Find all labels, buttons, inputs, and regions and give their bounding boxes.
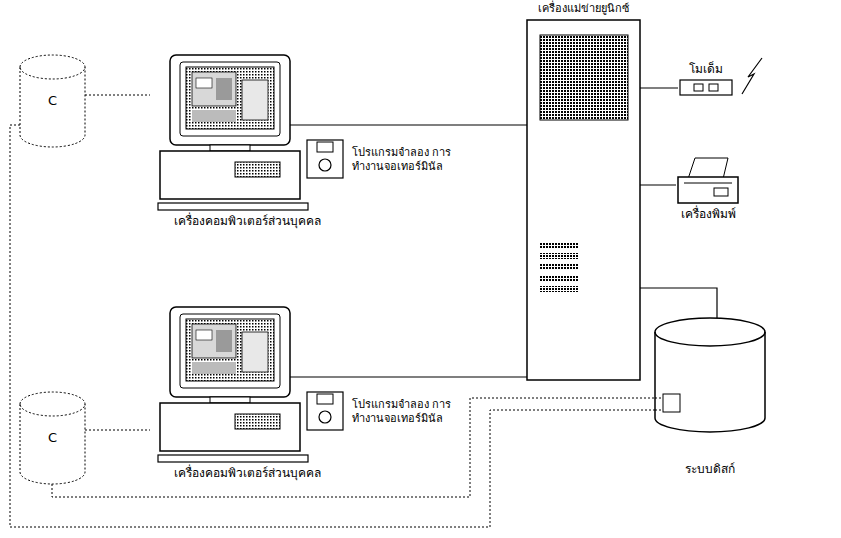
node-label: โปรแกรมจำลอง การทำงานจอเทอร์มินัล xyxy=(352,146,464,174)
pc-drawing xyxy=(160,151,300,199)
pc-drawing xyxy=(242,80,268,120)
disk-system-cylinder xyxy=(655,318,765,432)
pc-drawing xyxy=(196,330,212,340)
pc-drawing xyxy=(186,319,274,381)
local-drive-cylinder xyxy=(20,67,85,147)
drive-cylinder: C xyxy=(20,392,85,484)
pc-drawing xyxy=(170,55,290,145)
disk-system-cylinder xyxy=(663,394,680,412)
printer-drawing xyxy=(684,183,732,184)
pc-drawing xyxy=(158,455,308,462)
server-tower-drawing xyxy=(540,253,578,259)
floppy-disk-icon xyxy=(307,140,343,178)
floppy-disk-icon xyxy=(307,392,343,430)
server-tower-drawing xyxy=(527,20,640,380)
pc-drawing xyxy=(210,145,250,151)
floppy-disk-icon xyxy=(317,394,333,404)
network-cable xyxy=(640,87,678,88)
pc-drawing xyxy=(235,414,280,429)
drive-cylinder: C xyxy=(20,55,85,147)
program-box: โปรแกรมจำลอง การทำงานจอเทอร์มินัล xyxy=(307,392,470,432)
network-cable xyxy=(345,376,527,377)
server-tower-drawing xyxy=(527,20,640,380)
storage-link xyxy=(52,398,655,497)
pc-drawing xyxy=(180,314,280,388)
computer-box: เครื่องคอมพิวเตอร์ส่วนบุคคล xyxy=(150,50,345,230)
floppy-disk-icon xyxy=(307,392,343,430)
pc-drawing xyxy=(158,55,345,210)
node-label: C xyxy=(48,93,57,110)
pc-drawing xyxy=(196,78,212,88)
node-label: ระบบดิสก์ xyxy=(685,462,735,478)
modem-box: โมเด็ม xyxy=(678,62,734,97)
server-tower-drawing xyxy=(540,35,628,120)
printer-drawing xyxy=(678,177,738,203)
node-label: เครื่องแม่ข่ายยูนิกซ์ xyxy=(538,2,629,16)
printer-drawing xyxy=(678,158,738,203)
network-cable xyxy=(640,288,717,318)
pc-drawing xyxy=(216,330,232,352)
printer-box: เครื่องพิมพ์ xyxy=(676,155,740,223)
storage-link xyxy=(10,125,655,527)
pc-drawing xyxy=(170,307,290,397)
program-box: โปรแกรมจำลอง การทำงานจอเทอร์มินัล xyxy=(307,140,470,180)
pc-drawing xyxy=(216,78,232,100)
printer-drawing xyxy=(688,158,728,179)
pc-drawing xyxy=(210,397,250,403)
pc-drawing xyxy=(192,110,236,122)
pc-drawing xyxy=(186,67,274,129)
storage-link xyxy=(85,95,150,96)
pc-drawing xyxy=(180,62,280,136)
network-cable xyxy=(345,124,527,125)
local-drive-cylinder xyxy=(20,392,85,484)
pc-drawing xyxy=(192,362,236,374)
network-cable xyxy=(640,184,676,185)
node-label: C xyxy=(48,430,57,447)
disk-system-cylinder xyxy=(655,318,765,346)
pc-drawing xyxy=(158,307,345,462)
node-label: เครื่องคอมพิวเตอร์ส่วนบุคคล xyxy=(174,214,321,230)
computer-box: เครื่องคอมพิวเตอร์ส่วนบุคคล xyxy=(150,302,345,482)
pc-drawing xyxy=(160,403,300,451)
node-label: โปรแกรมจำลอง การทำงานจอเทอร์มินัล xyxy=(352,398,464,426)
printer-drawing xyxy=(714,188,728,196)
floppy-disk-icon xyxy=(317,142,333,152)
pc-drawing xyxy=(290,124,345,125)
floppy-disk-icon xyxy=(307,140,343,178)
modem-drawing xyxy=(680,58,762,95)
modem-drawing xyxy=(709,84,718,91)
local-drive-cylinder xyxy=(20,55,85,79)
disk-system-cylinder xyxy=(655,398,663,399)
local-drive-cylinder xyxy=(20,55,85,147)
node-label: เครื่องพิมพ์ xyxy=(681,207,736,223)
floppy-disk-icon xyxy=(319,411,331,423)
pc-drawing xyxy=(192,324,236,358)
pc-drawing xyxy=(192,72,236,106)
modem-drawing xyxy=(680,80,732,95)
storage-link xyxy=(85,430,150,431)
pc-drawing xyxy=(290,376,345,377)
disk-system-box: ระบบดิสก์ xyxy=(655,318,765,478)
node-label: โมเด็ม xyxy=(689,62,723,78)
modem-drawing xyxy=(694,84,703,91)
pc-drawing xyxy=(235,162,280,177)
pc-drawing xyxy=(242,332,268,372)
server-box: เครื่องแม่ข่ายยูนิกซ์ xyxy=(527,2,640,380)
local-drive-cylinder xyxy=(20,392,85,416)
server-tower-drawing xyxy=(540,275,578,281)
node-label: เครื่องคอมพิวเตอร์ส่วนบุคคล xyxy=(174,466,321,482)
server-tower-drawing xyxy=(540,264,578,270)
floppy-disk-icon xyxy=(319,159,331,171)
local-drive-cylinder xyxy=(20,404,85,484)
pc-drawing xyxy=(158,203,308,210)
disk-system-cylinder xyxy=(655,410,663,411)
server-tower-drawing xyxy=(540,286,578,292)
modem-drawing xyxy=(742,58,762,94)
disk-system-cylinder xyxy=(655,332,765,432)
server-tower-drawing xyxy=(540,242,578,248)
